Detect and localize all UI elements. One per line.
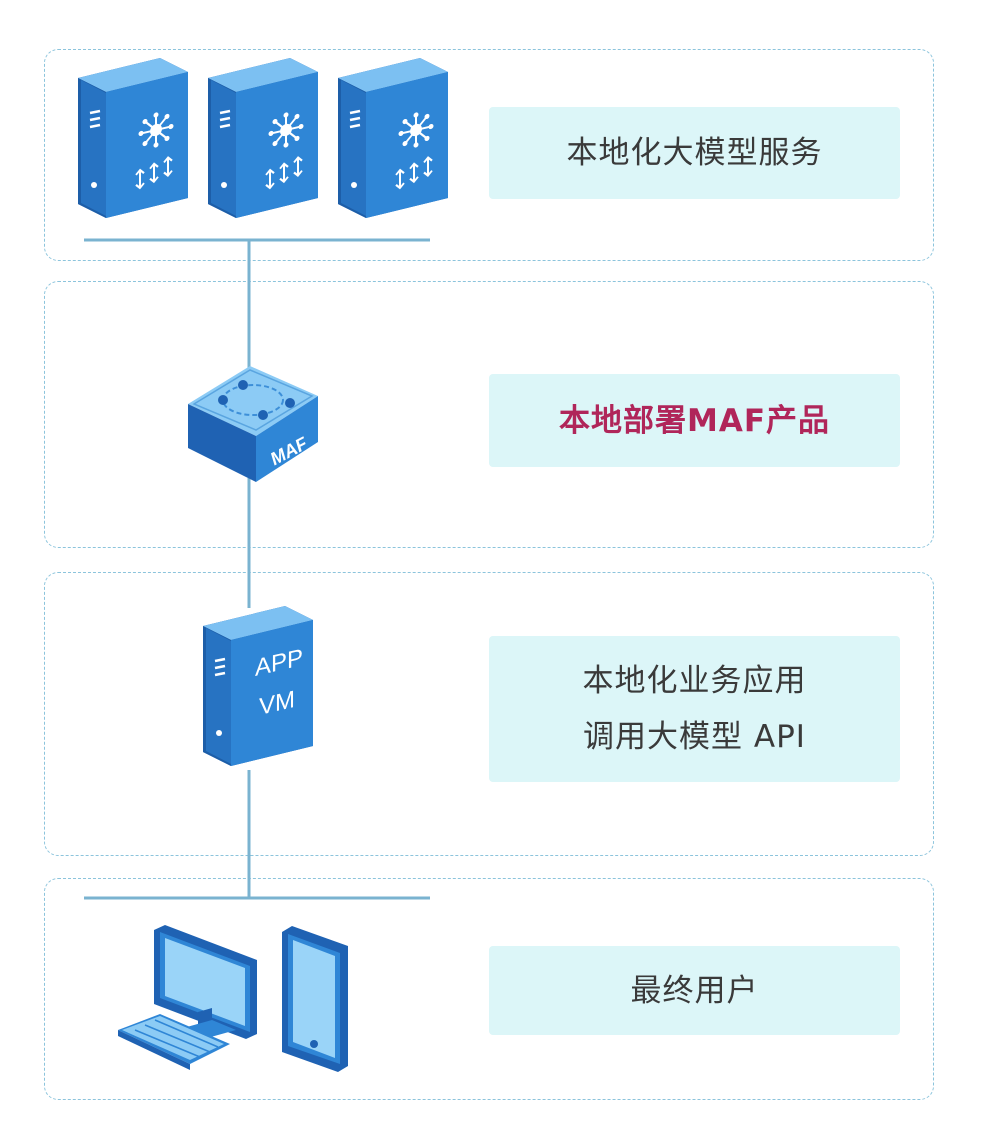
- label-end-user: 最终用户: [489, 946, 900, 1035]
- tower-device-icon: [282, 926, 348, 1072]
- label-llm-service: 本地化大模型服务: [489, 107, 900, 199]
- app-vm-server-icon: APP VM: [201, 604, 315, 768]
- label-line: 本地化大模型服务: [566, 135, 823, 171]
- label-line: 本地化业务应用: [582, 663, 807, 699]
- desktop-computer-icon: [118, 925, 257, 1070]
- tier-business-app: [44, 572, 934, 856]
- llm-server-icon: [206, 56, 320, 220]
- llm-server-icon: [76, 56, 190, 220]
- label-line: 调用大模型 API: [583, 719, 806, 755]
- label-line: 最终用户: [630, 972, 759, 1009]
- connection-lines: [84, 238, 430, 900]
- label-maf-product: 本地部署MAF产品: [489, 374, 900, 467]
- tier-maf-product: [44, 281, 934, 548]
- label-line: 本地部署MAF产品: [558, 402, 831, 439]
- tier-end-user: [44, 878, 934, 1100]
- maf-appliance-icon: MAF: [188, 366, 318, 482]
- tier-llm-service: [44, 49, 934, 261]
- label-business-app: 本地化业务应用 调用大模型 API: [489, 636, 900, 782]
- llm-server-icon: [336, 56, 450, 220]
